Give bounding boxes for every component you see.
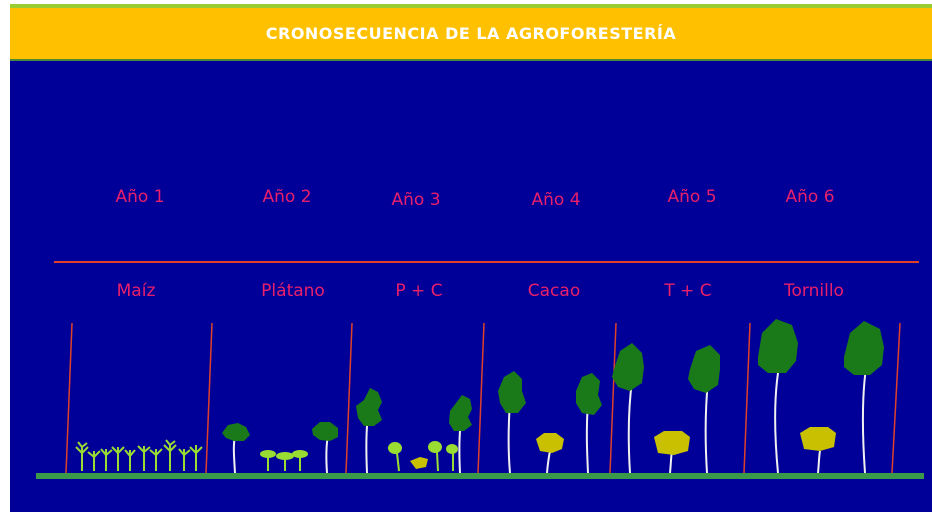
plantain-plants-icon (222, 422, 338, 474)
crop-label-platano: Plátano (261, 281, 325, 301)
title-accent-line (10, 4, 932, 8)
separator-line (345, 322, 353, 474)
divider-line (54, 261, 919, 263)
cacao-stage-icon (498, 371, 602, 474)
crop-label-tornillo: Tornillo (784, 281, 844, 301)
year-label-2: Año 2 (262, 187, 312, 207)
crop-label-t-c: T + C (664, 281, 712, 301)
separator-line (609, 322, 617, 474)
year-label-6: Año 6 (785, 187, 835, 207)
crop-label-maiz: Maíz (116, 281, 156, 301)
tornillo-trees-icon (758, 319, 884, 474)
separator-line (205, 322, 213, 474)
slide-title: CRONOSECUENCIA DE LA AGROFORESTERÍA (265, 24, 677, 43)
tornillo-cacao-stage-icon (612, 343, 720, 474)
year-label-5: Año 5 (667, 187, 717, 207)
agroforestry-illustration (36, 319, 924, 479)
year-label-1: Año 1 (115, 187, 165, 207)
crop-label-cacao: Cacao (527, 281, 581, 301)
separator-line (891, 322, 901, 474)
year-label-4: Año 4 (531, 190, 581, 210)
crop-label-p-c: P + C (395, 281, 443, 301)
separator-line (477, 322, 485, 474)
slide-body: Año 1 Año 2 Año 3 Año 4 Año 5 Año 6 Maíz… (10, 59, 932, 512)
ground-line (36, 473, 924, 479)
year-label-3: Año 3 (391, 190, 441, 210)
title-bar: CRONOSECUENCIA DE LA AGROFORESTERÍA (10, 8, 932, 59)
maize-seedlings-icon (75, 439, 203, 471)
separator-line (65, 322, 73, 474)
stage-separators (65, 322, 901, 474)
plantain-cacao-plants-icon (356, 388, 472, 474)
separator-line (743, 322, 751, 474)
